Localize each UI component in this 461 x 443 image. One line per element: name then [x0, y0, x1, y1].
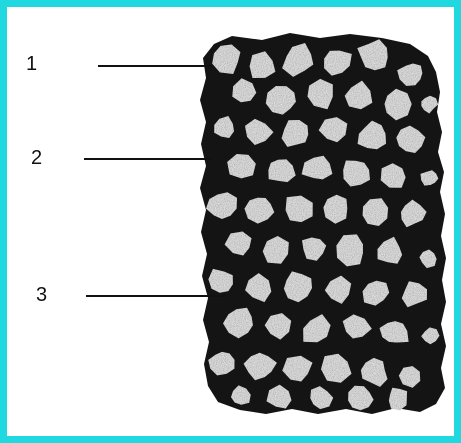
label-3: 3 — [36, 285, 47, 305]
label-1: 1 — [26, 54, 37, 74]
label-2: 2 — [31, 148, 42, 168]
